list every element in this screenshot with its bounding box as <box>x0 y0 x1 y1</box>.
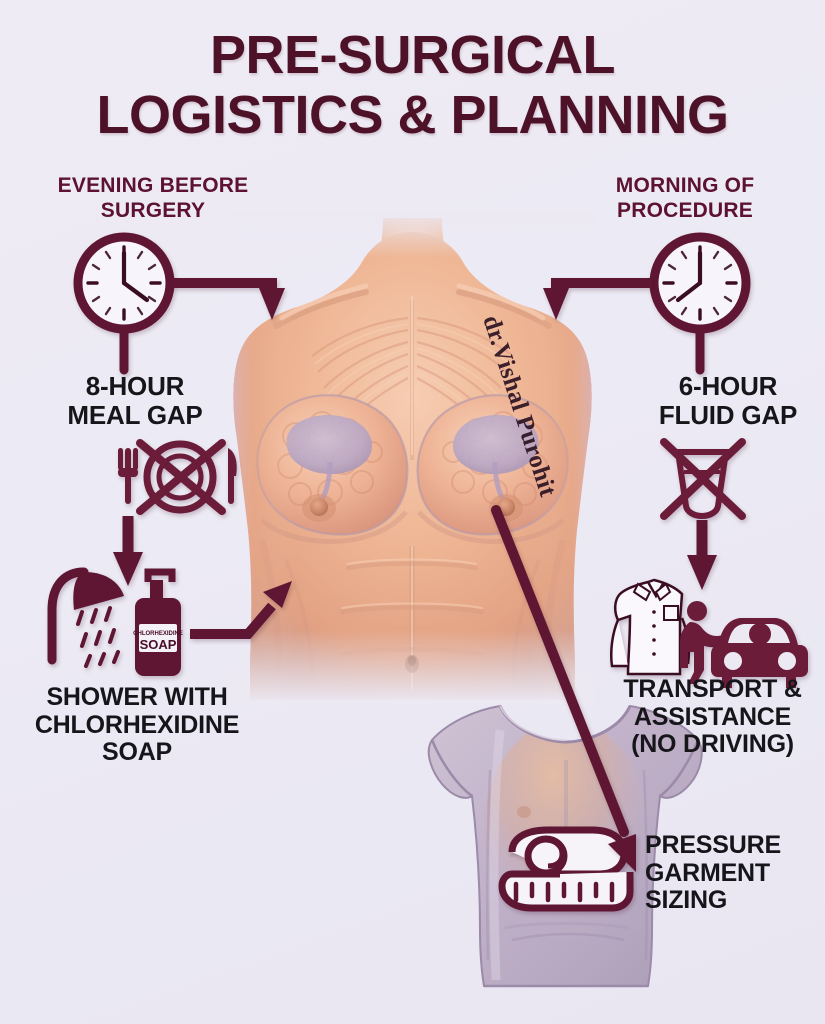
step-label-fluid-gap: 6-HOUR FLUID GAP <box>628 372 825 429</box>
arrow-soap-to-torso <box>190 581 292 639</box>
page-title: PRE-SURGICAL LOGISTICS & PLANNING <box>0 28 825 142</box>
soap-bottle-brand-text: CHLORHEXIDINE <box>133 631 183 637</box>
title-line-1: PRE-SURGICAL <box>209 25 616 85</box>
step-label-fluid-gap-line-2: FLUID GAP <box>658 399 798 430</box>
section-header-right-line-1: MORNING OF <box>615 174 755 197</box>
section-header-left-line-2: SURGERY <box>100 198 206 222</box>
step-label-meal-gap: 8-HOUR MEAL GAP <box>30 372 240 429</box>
clock-icon-left <box>73 232 175 375</box>
step-label-garment: PRESSURE GARMENT SIZING <box>645 831 820 915</box>
step-label-meal-gap-line-2: MEAL GAP <box>67 399 203 430</box>
step-label-transport-line-2: ASSISTANCE <box>633 702 792 731</box>
clock-icon-right <box>649 232 751 375</box>
shirt-icon <box>610 578 690 676</box>
step-label-shower-line-3: SOAP <box>101 738 173 766</box>
section-header-right-line-2: PROCEDURE <box>617 198 753 222</box>
arrow-fluid-down <box>687 520 717 590</box>
step-label-meal-gap-line-1: 8-HOUR <box>85 371 185 401</box>
no-drink-icon <box>660 438 746 520</box>
section-header-morning-of-procedure: MORNING OF PROCEDURE <box>560 174 810 224</box>
arrow-clock-right-to-torso <box>543 278 652 320</box>
soap-bottle-label-text: SOAP <box>140 637 177 652</box>
watermark-text: dr.Vishal Purohit <box>477 312 562 501</box>
step-label-shower-line-1: SHOWER WITH <box>46 683 228 711</box>
step-label-garment-line-1: PRESSURE <box>645 831 781 859</box>
step-label-garment-line-2: GARMENT <box>645 858 770 887</box>
no-food-icon <box>118 439 237 515</box>
arrow-clock-left-to-torso <box>172 278 285 320</box>
step-label-garment-line-3: SIZING <box>645 886 728 914</box>
measuring-tape-icon <box>498 826 634 912</box>
arrow-meal-down <box>113 516 143 586</box>
shower-icon <box>47 567 124 668</box>
step-label-transport-line-3: (NO DRIVING) <box>631 730 794 758</box>
title-line-2: LOGISTICS & PLANNING <box>96 85 729 145</box>
step-label-transport: TRANSPORT & ASSISTANCE (NO DRIVING) <box>600 675 825 759</box>
step-label-transport-line-1: TRANSPORT & <box>623 675 802 703</box>
torso-illustration <box>232 210 594 704</box>
section-header-left-line-1: EVENING BEFORE <box>57 174 249 197</box>
step-label-fluid-gap-line-1: 6-HOUR <box>678 371 778 401</box>
section-header-evening-before-surgery: EVENING BEFORE SURGERY <box>18 174 288 224</box>
soap-bottle-icon: CHLORHEXIDINE SOAP <box>133 568 183 676</box>
step-label-shower-line-2: CHLORHEXIDINE <box>34 710 240 739</box>
step-label-shower: SHOWER WITH CHLORHEXIDINE SOAP <box>12 683 262 767</box>
